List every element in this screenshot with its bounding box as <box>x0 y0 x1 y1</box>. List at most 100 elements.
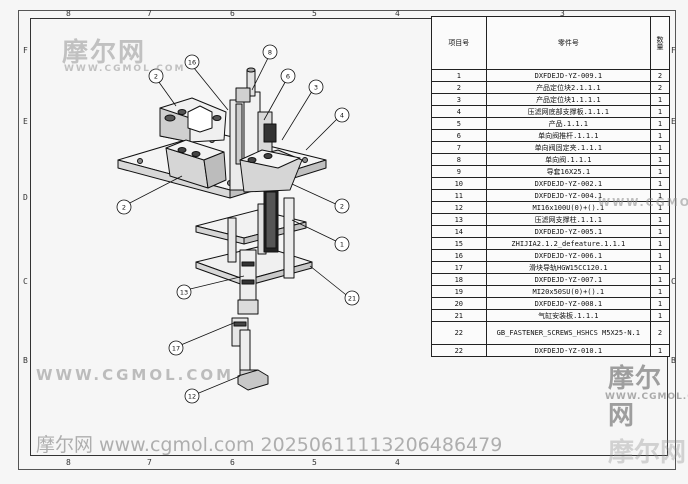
bom-cell-part: 气缸安装板.1.1.1 <box>485 309 652 322</box>
bom-cell-qty: 1 <box>650 177 670 190</box>
bom-cell-qty: 1 <box>650 285 670 298</box>
bom-cell-item: 15 <box>431 237 487 250</box>
zone-letter: B <box>671 356 676 365</box>
bom-cell-item: 9 <box>431 165 487 178</box>
bom-cell-qty: 1 <box>650 117 670 130</box>
bom-cell-item: 12 <box>431 201 487 214</box>
zone-number: 4 <box>395 9 400 18</box>
bom-cell-item: 2 <box>431 81 487 94</box>
bom-cell-part: 单向阀推杆.1.1.1 <box>485 129 652 142</box>
bom-cell-item: 19 <box>431 285 487 298</box>
bom-cell-qty: 1 <box>650 201 670 214</box>
balloon-label: 2 <box>122 204 126 212</box>
zone-letter: D <box>23 193 28 202</box>
bom-cell-part: 产品定位块2.1.1.1 <box>485 81 652 94</box>
bom-cell-part: 压滤网支撑柱.1.1.1 <box>485 213 652 226</box>
bom-cell-qty: 1 <box>650 105 670 118</box>
bom-cell-qty: 1 <box>650 249 670 262</box>
bom-cell-item: 10 <box>431 177 487 190</box>
balloon-label: 12 <box>188 393 196 401</box>
balloon-label: 13 <box>180 289 188 297</box>
bom-cell-qty: 1 <box>650 273 670 286</box>
bom-cell-part: DXFDEJD-YZ-007.1 <box>485 273 652 286</box>
bom-cell-item: 17 <box>431 261 487 274</box>
bom-cell-part: DXFDEJD-YZ-002.1 <box>485 177 652 190</box>
balloon-label: 21 <box>348 295 356 303</box>
bom-cell-item: 18 <box>431 273 487 286</box>
bom-cell-part: MI20x50SU(0)+().1 <box>485 285 652 298</box>
bom-cell-part: 压滤网底部支撑板.1.1.1 <box>485 105 652 118</box>
bom-cell-part: DXFDEJD-YZ-008.1 <box>485 297 652 310</box>
zone-letter: C <box>671 277 676 286</box>
bom-cell-qty: 1 <box>650 93 670 106</box>
zone-number: 7 <box>147 9 152 18</box>
bom-cell-qty: 1 <box>650 225 670 238</box>
zone-letter: F <box>671 46 676 55</box>
bom-cell-item: 20 <box>431 297 487 310</box>
bom-cell-qty: 2 <box>650 81 670 94</box>
bom-cell-part: DXFDEJD-YZ-004.1 <box>485 189 652 202</box>
zone-number: 3 <box>560 9 565 18</box>
bom-header-item: 项目号 <box>431 16 487 70</box>
sheet-border-outer <box>18 10 676 470</box>
zone-number: 7 <box>147 458 152 467</box>
zone-number: 6 <box>230 458 235 467</box>
balloon-label: 16 <box>188 59 196 67</box>
zone-number: 8 <box>66 458 71 467</box>
bom-cell-part: 产品定位块1.1.1.1 <box>485 93 652 106</box>
bom-cell-item: 22 <box>431 321 487 345</box>
bom-cell-part: MI16x100U(0)+().1 <box>485 201 652 214</box>
bom-cell-item: 14 <box>431 225 487 238</box>
balloon-label: 3 <box>314 84 318 92</box>
zone-letter: E <box>671 117 676 126</box>
bom-cell-qty: 1 <box>650 189 670 202</box>
bom-cell-item: 22 <box>431 344 487 357</box>
balloon-label: 2 <box>154 73 158 81</box>
bom-cell-part: 滑块导轨HGW15CC120.1 <box>485 261 652 274</box>
bom-cell-item: 21 <box>431 309 487 322</box>
bom-cell-item: 3 <box>431 93 487 106</box>
balloon-label: 8 <box>268 49 272 57</box>
bom-cell-item: 8 <box>431 153 487 166</box>
bom-cell-part: ZHIJIA2.1.2_defeature.1.1.1 <box>485 237 652 250</box>
zone-number: 4 <box>395 458 400 467</box>
bom-cell-part: 导套16X25.1 <box>485 165 652 178</box>
bom-cell-item: 1 <box>431 69 487 82</box>
bom-cell-item: 5 <box>431 117 487 130</box>
bom-cell-item: 11 <box>431 189 487 202</box>
footer-watermark: 摩尔网 www.cgmol.com 20250611113206486479 <box>36 434 503 456</box>
zone-number: 5 <box>312 9 317 18</box>
bom-cell-qty: 1 <box>650 237 670 250</box>
bom-cell-part: 产品.1.1.1 <box>485 117 652 130</box>
bom-cell-item: 13 <box>431 213 487 226</box>
bom-cell-item: 4 <box>431 105 487 118</box>
bom-cell-part: DXFDEJD-YZ-005.1 <box>485 225 652 238</box>
balloon-label: 6 <box>286 73 290 81</box>
bom-cell-qty: 2 <box>650 321 670 345</box>
bom-cell-qty: 1 <box>650 153 670 166</box>
zone-number: 5 <box>312 458 317 467</box>
bom-cell-part: DXFDEJD-YZ-010.1 <box>485 344 652 357</box>
